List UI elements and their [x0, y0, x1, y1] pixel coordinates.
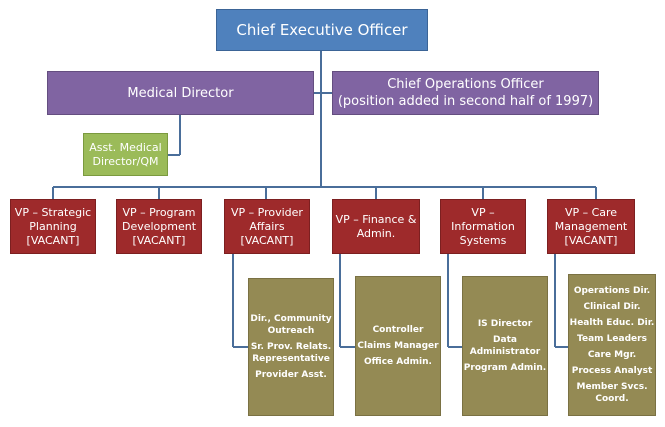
information-systems-staff-box: IS Director Data Administrator Program A…: [462, 276, 548, 416]
vp-program-development-label: VP – Program Development [VACANT]: [121, 205, 197, 247]
vp-care-management-box: VP – Care Management [VACANT]: [547, 199, 635, 254]
staff-item: Data Administrator: [469, 335, 541, 357]
staff-item: Dir., Community Outreach: [250, 314, 332, 336]
staff-item: Operations Dir.: [573, 286, 651, 296]
staff-item: Member Svcs. Coord.: [576, 382, 648, 404]
vp-information-systems-label: VP – Information Systems: [451, 205, 515, 247]
staff-item: Health Educ. Dir.: [569, 318, 655, 328]
staff-item: Process Analyst: [571, 366, 653, 376]
care-management-staff-box: Operations Dir. Clinical Dir. Health Edu…: [568, 274, 656, 416]
vp-provider-affairs-box: VP – Provider Affairs [VACANT]: [224, 199, 310, 254]
vp-strategic-planning-box: VP – Strategic Planning [VACANT]: [10, 199, 96, 254]
vp-provider-affairs-label: VP – Provider Affairs [VACANT]: [231, 205, 303, 247]
finance-staff-box: Controller Claims Manager Office Admin.: [355, 276, 441, 416]
asst-medical-director-label: Asst. Medical Director/QM: [89, 140, 162, 168]
staff-item: Office Admin.: [364, 357, 432, 367]
staff-item: IS Director: [477, 319, 533, 329]
coo-label-line2: (position added in second half of 1997): [337, 94, 594, 109]
medical-director-label: Medical Director: [127, 85, 234, 101]
provider-affairs-staff-box: Dir., Community Outreach Sr. Prov. Relat…: [248, 278, 334, 416]
staff-item: Clinical Dir.: [583, 302, 641, 312]
staff-item: Program Admin.: [463, 363, 547, 373]
staff-item: Claims Manager: [357, 341, 439, 351]
medical-director-box: Medical Director: [47, 71, 314, 115]
vp-finance-admin-label: VP – Finance & Admin.: [335, 212, 417, 240]
staff-item: Sr. Prov. Relats. Representative: [250, 342, 332, 364]
ceo-label: Chief Executive Officer: [236, 21, 408, 39]
vp-information-systems-box: VP – Information Systems: [440, 199, 526, 254]
staff-item: Provider Asst.: [255, 370, 327, 380]
ceo-box: Chief Executive Officer: [216, 9, 428, 51]
vp-program-development-box: VP – Program Development [VACANT]: [116, 199, 202, 254]
vp-care-management-label: VP – Care Management [VACANT]: [554, 205, 628, 247]
coo-box: Chief Operations Officer (position added…: [332, 71, 599, 115]
vp-strategic-planning-label: VP – Strategic Planning [VACANT]: [14, 205, 92, 247]
staff-item: Controller: [372, 325, 424, 335]
vp-finance-admin-box: VP – Finance & Admin.: [332, 199, 420, 254]
staff-item: Team Leaders: [577, 334, 647, 344]
coo-label-line1: Chief Operations Officer: [387, 77, 544, 92]
staff-item: Care Mgr.: [587, 350, 637, 360]
asst-medical-director-box: Asst. Medical Director/QM: [83, 133, 168, 176]
